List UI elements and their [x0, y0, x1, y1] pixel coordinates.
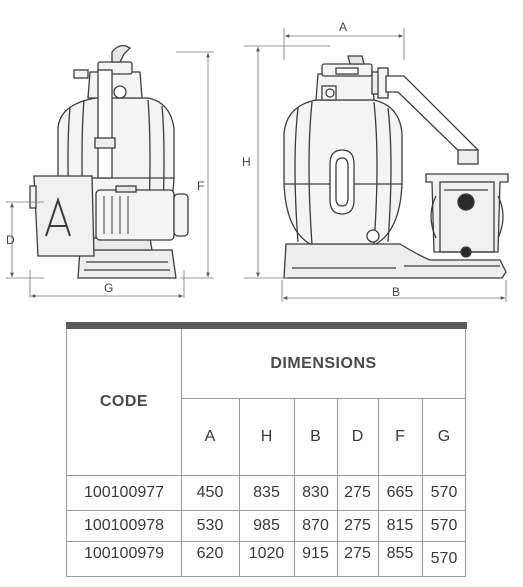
side-pump-inlet [457, 193, 475, 211]
front-base [77, 249, 177, 279]
side-pump-housing [425, 173, 509, 253]
dim-label-f: F [197, 179, 204, 193]
table-cell: 530 [196, 516, 224, 534]
side-base [283, 243, 507, 279]
front-dimensions [6, 51, 214, 298]
table-cell: 830 [302, 483, 329, 501]
filter-pump-technical-drawing: G D F [6, 20, 509, 302]
front-pipe [97, 69, 113, 179]
table-cell: 1020 [248, 545, 285, 562]
table-row-code: 100100978 [83, 516, 165, 534]
table-cell: 275 [344, 516, 371, 534]
col-header-g: G [437, 427, 451, 445]
front-valve-handle [111, 44, 132, 63]
dim-label-d: D [6, 233, 15, 247]
table-cell: 855 [386, 545, 414, 562]
table-cell: 985 [253, 516, 280, 534]
dimensions-table: CODE DIMENSIONS A H B D F G 100100977 45… [66, 322, 467, 577]
table-cell: 570 [430, 516, 458, 534]
dim-label-a: A [339, 20, 347, 34]
table-cell: 915 [302, 545, 329, 562]
table-cell: 275 [344, 545, 371, 562]
code-header: CODE [99, 393, 149, 410]
col-header-h: H [260, 427, 273, 445]
dimensions-header: DIMENSIONS [270, 354, 377, 372]
table-row-code: 100100979 [83, 545, 165, 562]
table-cell: 620 [196, 545, 224, 562]
side-view [283, 55, 509, 279]
col-header-d: D [351, 427, 364, 445]
table-cell: 835 [253, 483, 280, 501]
col-header-f: F [395, 427, 405, 445]
side-valve-handle [347, 55, 365, 65]
dim-label-b: B [392, 285, 400, 299]
table-cell: 450 [196, 483, 224, 501]
table-cell: 665 [386, 483, 414, 501]
col-header-a: A [204, 427, 216, 445]
side-drain [366, 229, 380, 243]
front-view [29, 44, 189, 279]
table-cell: 815 [386, 516, 414, 534]
col-header-b: B [310, 427, 321, 445]
side-sight-window [329, 149, 355, 215]
table-header-bar [66, 322, 467, 329]
side-dimensions [244, 28, 507, 302]
dim-label-g: G [104, 281, 113, 295]
table-cell: 570 [430, 483, 458, 501]
table-cell: 870 [302, 516, 329, 534]
table-cell: 570 [430, 550, 458, 567]
front-motor [95, 189, 175, 241]
table-cell: 275 [344, 483, 371, 501]
dim-label-h: H [242, 155, 251, 169]
table-row-code: 100100977 [83, 483, 165, 501]
